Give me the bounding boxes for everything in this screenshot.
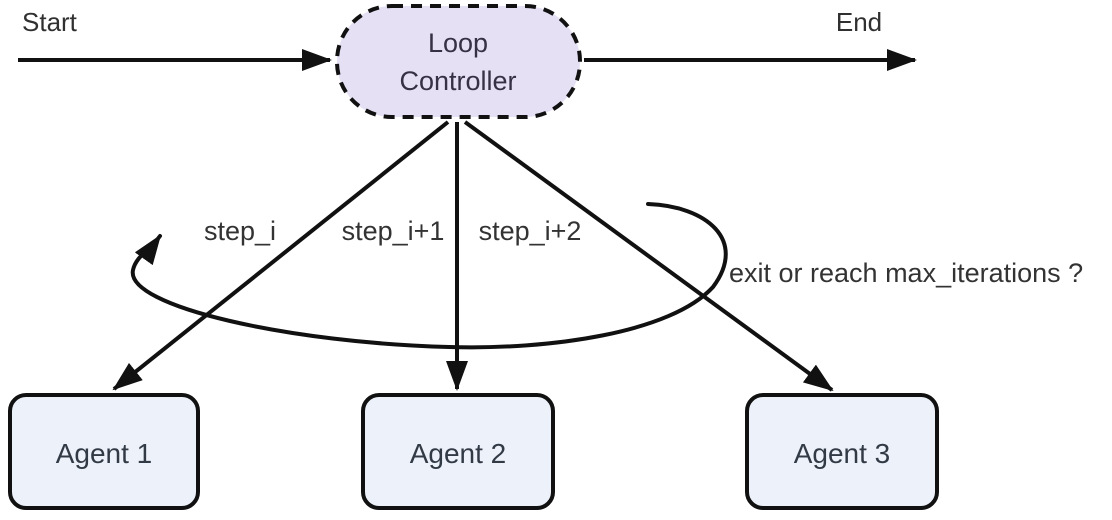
agent1-node — [8, 393, 200, 510]
agent2-node — [361, 393, 555, 510]
loop-controller-label-line2: Controller — [399, 66, 516, 96]
edge-label-step-i1: step_i+1 — [342, 216, 445, 246]
end-label: End — [836, 7, 882, 37]
agent1-label: Agent 1 — [56, 438, 153, 469]
agent2-label: Agent 2 — [410, 438, 507, 469]
edge-label-step-i: step_i — [204, 216, 276, 246]
edge-to-agent1 — [112, 120, 450, 391]
agent3-label: Agent 3 — [794, 438, 891, 469]
loop-controller-node — [335, 4, 582, 119]
loop-controller-label-line1: Loop — [428, 28, 488, 58]
edge-to-agent3 — [463, 120, 834, 392]
loop-back-arrow — [130, 202, 728, 350]
start-label: Start — [22, 7, 78, 37]
agent3-node — [745, 393, 939, 510]
edge-label-step-i2: step_i+2 — [479, 216, 582, 246]
loop-condition-label: exit or reach max_iterations ? — [729, 258, 1083, 288]
